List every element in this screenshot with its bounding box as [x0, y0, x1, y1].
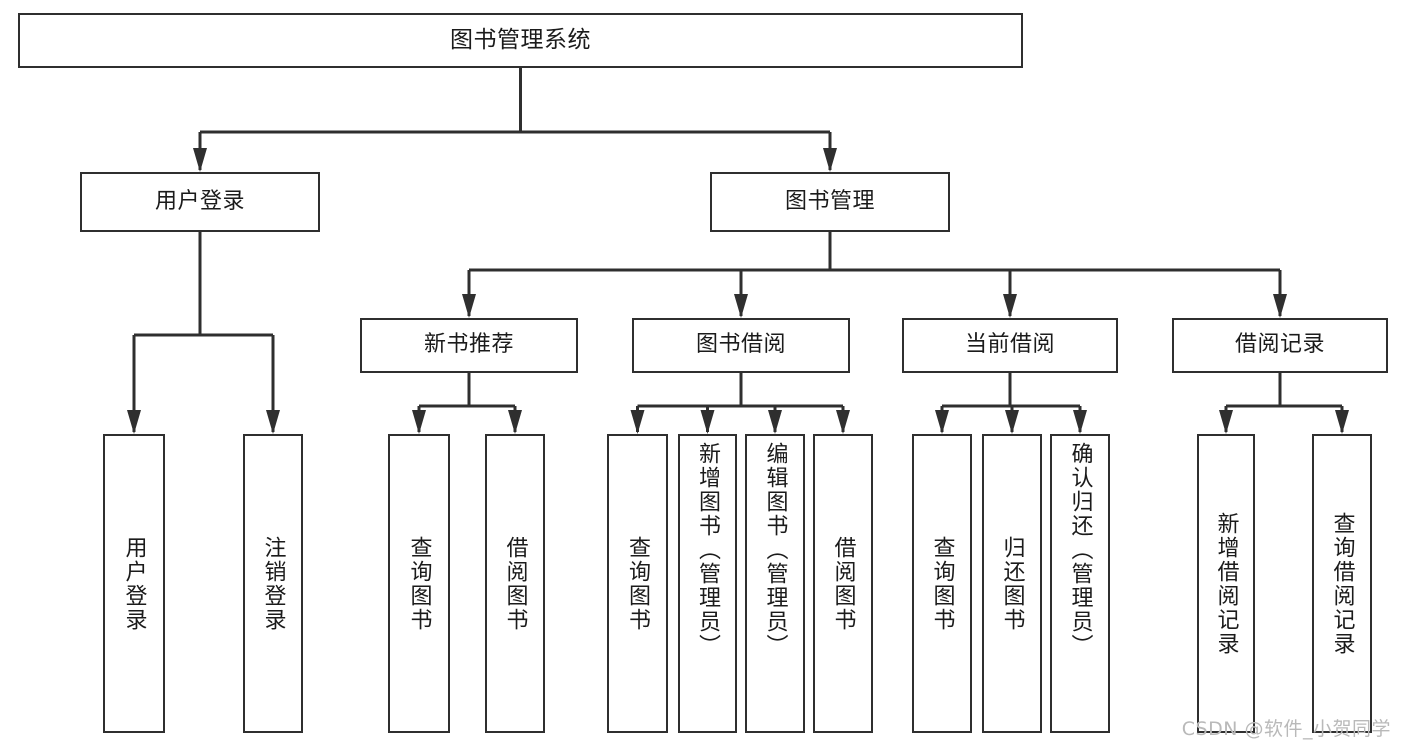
node-user-login[interactable]: 用户登录 [80, 172, 320, 232]
arrowhead-icon [1273, 294, 1287, 318]
arrowhead-icon [1335, 410, 1349, 434]
arrowhead-icon [1219, 410, 1233, 434]
node-label: 编辑图书（管理员） [762, 442, 788, 658]
arrowhead-icon [935, 410, 949, 434]
arrowhead-icon [1005, 410, 1019, 434]
node-label: 用户登录 [154, 188, 245, 214]
node-label: 确认归还（管理员） [1067, 442, 1093, 658]
node-label: 查询图书 [406, 535, 432, 632]
node-leaf-user-login[interactable]: 用户登录 [103, 434, 165, 733]
node-label: 新增借阅记录 [1213, 511, 1239, 656]
node-label: 归还图书 [999, 535, 1025, 632]
node-leaf-user-logout[interactable]: 注销登录 [243, 434, 303, 733]
node-label: 新增图书（管理员） [695, 442, 721, 658]
node-leaf-confirm-return[interactable]: 确认归还（管理员） [1050, 434, 1110, 733]
node-book-manage[interactable]: 图书管理 [710, 172, 950, 232]
arrowhead-icon [836, 410, 850, 434]
csdn-watermark: CSDN @软件_小贺同学 [1181, 718, 1391, 740]
node-label: 注销登录 [260, 535, 286, 632]
arrowhead-icon [266, 410, 280, 434]
node-root[interactable]: 图书管理系统 [18, 13, 1023, 68]
node-leaf-add-book[interactable]: 新增图书（管理员） [678, 434, 737, 733]
arrowhead-icon [508, 410, 522, 434]
node-label: 图书管理 [784, 188, 875, 214]
node-book-borrow[interactable]: 图书借阅 [632, 318, 850, 373]
arrowhead-icon [700, 410, 715, 434]
node-leaf-return-book[interactable]: 归还图书 [982, 434, 1042, 733]
node-leaf-borrow-book-1[interactable]: 借阅图书 [485, 434, 545, 733]
arrowhead-icon [127, 410, 141, 434]
node-label: 查询图书 [929, 535, 955, 632]
node-new-book-rec[interactable]: 新书推荐 [360, 318, 578, 373]
arrowhead-icon [1073, 410, 1087, 434]
node-current-borrow[interactable]: 当前借阅 [902, 318, 1118, 373]
arrowhead-icon [412, 410, 426, 434]
node-leaf-query-book-3[interactable]: 查询图书 [912, 434, 972, 733]
node-leaf-edit-book[interactable]: 编辑图书（管理员） [745, 434, 805, 733]
node-label: 借阅记录 [1234, 332, 1325, 358]
node-label: 借阅图书 [502, 535, 528, 632]
node-label: 图书借阅 [695, 332, 786, 358]
node-leaf-query-book-1[interactable]: 查询图书 [388, 434, 450, 733]
node-label: 借阅图书 [830, 535, 856, 632]
arrowhead-icon [630, 410, 645, 434]
node-label: 当前借阅 [964, 332, 1055, 358]
arrowhead-icon [462, 294, 476, 318]
node-label: 图书管理系统 [450, 26, 591, 53]
arrowhead-icon [193, 148, 207, 172]
node-leaf-query-record[interactable]: 查询借阅记录 [1312, 434, 1372, 733]
arrowhead-icon [768, 410, 782, 434]
node-leaf-borrow-book-2[interactable]: 借阅图书 [813, 434, 873, 733]
node-label: 查询借阅记录 [1329, 511, 1355, 656]
node-label: 用户登录 [121, 535, 147, 632]
node-leaf-add-record[interactable]: 新增借阅记录 [1197, 434, 1255, 733]
arrowhead-icon [734, 294, 748, 318]
node-borrow-record[interactable]: 借阅记录 [1172, 318, 1388, 373]
node-label: 查询图书 [625, 535, 651, 632]
node-label: 新书推荐 [423, 332, 514, 358]
arrowhead-icon [1003, 294, 1017, 318]
arrowhead-icon [823, 148, 837, 172]
node-leaf-query-book-2[interactable]: 查询图书 [607, 434, 668, 733]
